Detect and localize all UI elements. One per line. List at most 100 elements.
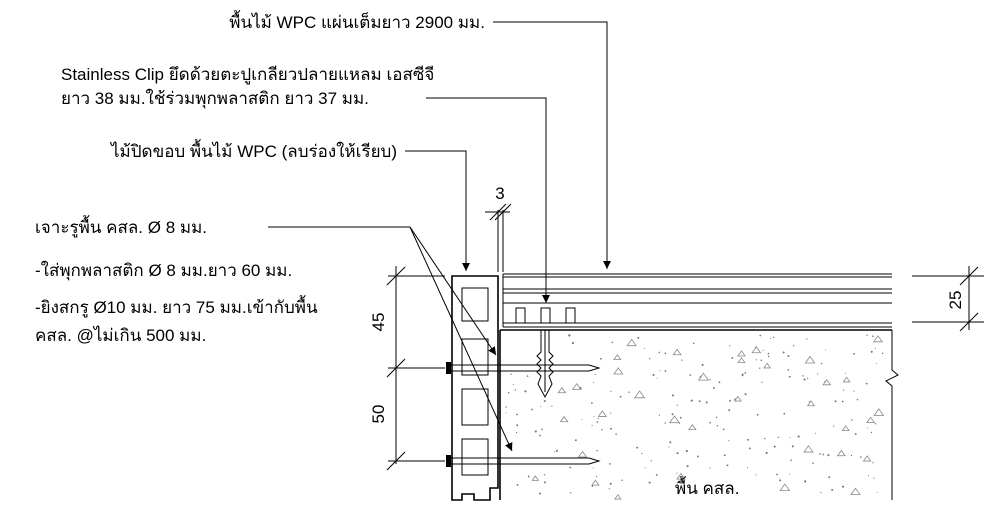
concrete-speck — [822, 453, 825, 456]
concrete-speck — [676, 452, 679, 455]
concrete-speck — [569, 466, 572, 469]
concrete-speck — [516, 413, 518, 416]
concrete-speck — [747, 438, 749, 441]
concrete-speck — [664, 352, 667, 355]
concrete-speck — [652, 373, 655, 376]
concrete-speck — [664, 422, 666, 424]
label-screw-line2: คสล. @ไม่เกิน 500 มม. — [35, 325, 206, 345]
concrete-speck — [648, 481, 651, 484]
concrete-aggregate — [597, 410, 608, 417]
concrete-speck — [842, 389, 845, 391]
concrete-speck — [793, 345, 795, 347]
concrete-speck — [685, 449, 688, 453]
concrete-speck — [681, 359, 683, 361]
concrete-aggregate — [806, 400, 816, 407]
concrete-aggregate — [531, 475, 540, 481]
concrete-speck — [524, 390, 527, 393]
concrete-speck — [773, 445, 776, 448]
concrete-speck — [699, 376, 702, 378]
concrete-speck — [741, 375, 744, 377]
concrete-speck — [593, 415, 595, 418]
concrete-aggregate — [733, 395, 742, 402]
concrete-speck — [804, 480, 807, 483]
concrete-speck — [608, 463, 611, 465]
concrete-speck — [601, 429, 603, 431]
concrete-speck — [874, 347, 877, 349]
dimension-25: 25 — [946, 291, 965, 310]
concrete-speck — [668, 446, 670, 448]
concrete-speck — [676, 404, 678, 406]
concrete-speck — [865, 382, 868, 385]
concrete-speck — [678, 422, 680, 425]
concrete-speck — [709, 421, 711, 424]
concrete-speck — [709, 378, 711, 381]
leader-lines — [268, 21, 611, 452]
concrete-speckle-pattern — [505, 334, 885, 500]
screw-lower — [446, 455, 601, 467]
concrete-speck — [619, 395, 622, 398]
concrete-speck — [762, 349, 764, 351]
concrete-speck — [690, 399, 693, 402]
concrete-speck — [870, 350, 873, 353]
concrete-aggregate — [872, 335, 884, 343]
concrete-speck — [555, 449, 558, 452]
concrete-speck — [507, 391, 510, 394]
concrete-speck — [872, 335, 874, 338]
concrete-speck — [592, 381, 595, 383]
dimension-50: 50 — [369, 405, 388, 424]
concrete-speck — [820, 362, 823, 365]
concrete-speck — [534, 430, 537, 433]
concrete-speck — [514, 389, 517, 391]
concrete-speck — [831, 488, 834, 491]
concrete-speck — [515, 431, 518, 434]
concrete-speck — [755, 359, 758, 361]
concrete-aggregate — [751, 346, 762, 354]
concrete-speck — [539, 434, 541, 437]
concrete-speck — [596, 475, 598, 478]
concrete-speck — [806, 338, 808, 340]
concrete-speck — [791, 445, 794, 448]
concrete-speck — [574, 439, 577, 442]
concrete-aggregate — [822, 378, 832, 386]
concrete-speck — [581, 418, 583, 420]
concrete-speck — [797, 435, 800, 438]
concrete-speck — [759, 334, 762, 337]
concrete-aggregate — [571, 382, 582, 390]
concrete-speck — [851, 419, 853, 421]
concrete-speck — [505, 412, 507, 414]
concrete-speck — [728, 440, 730, 442]
concrete-speck — [856, 398, 859, 401]
concrete-speck — [526, 375, 529, 377]
concrete-speck — [761, 381, 763, 383]
concrete-speck — [689, 374, 692, 376]
concrete-speck — [553, 451, 555, 453]
concrete-speck — [758, 367, 761, 369]
label-drill: เจาะรูพื้น คสล. Ø 8 มม. — [35, 215, 207, 238]
concrete-speck — [790, 459, 792, 461]
concrete-speck — [803, 378, 806, 381]
concrete-speck — [873, 477, 875, 479]
concrete-speck — [867, 427, 869, 429]
concrete-speck — [527, 475, 530, 478]
concrete-speck — [600, 357, 602, 360]
concrete-speck — [820, 491, 822, 494]
concrete-speck — [610, 412, 612, 414]
concrete-speck — [715, 416, 718, 419]
concrete-speck — [755, 474, 757, 476]
concrete-speck — [746, 467, 748, 469]
dimension-vertical-right — [912, 266, 984, 332]
concrete-aggregate — [850, 487, 861, 495]
concrete-speck — [591, 402, 593, 404]
concrete-speck — [516, 483, 519, 486]
concrete-aggregate — [688, 424, 697, 431]
concrete-aggregate — [557, 386, 567, 394]
concrete-speck — [718, 381, 721, 384]
concrete-speck — [783, 412, 786, 415]
concrete-aggregate — [763, 362, 772, 369]
label-edge-trim: ไม้ปิดขอบ พื้นไม้ WPC (ลบร่องให้เรียบ) — [109, 139, 397, 161]
wpc-deck-board — [502, 273, 892, 328]
concrete-speck — [744, 372, 747, 374]
concrete-speck — [853, 390, 855, 392]
concrete-speck — [870, 431, 873, 434]
